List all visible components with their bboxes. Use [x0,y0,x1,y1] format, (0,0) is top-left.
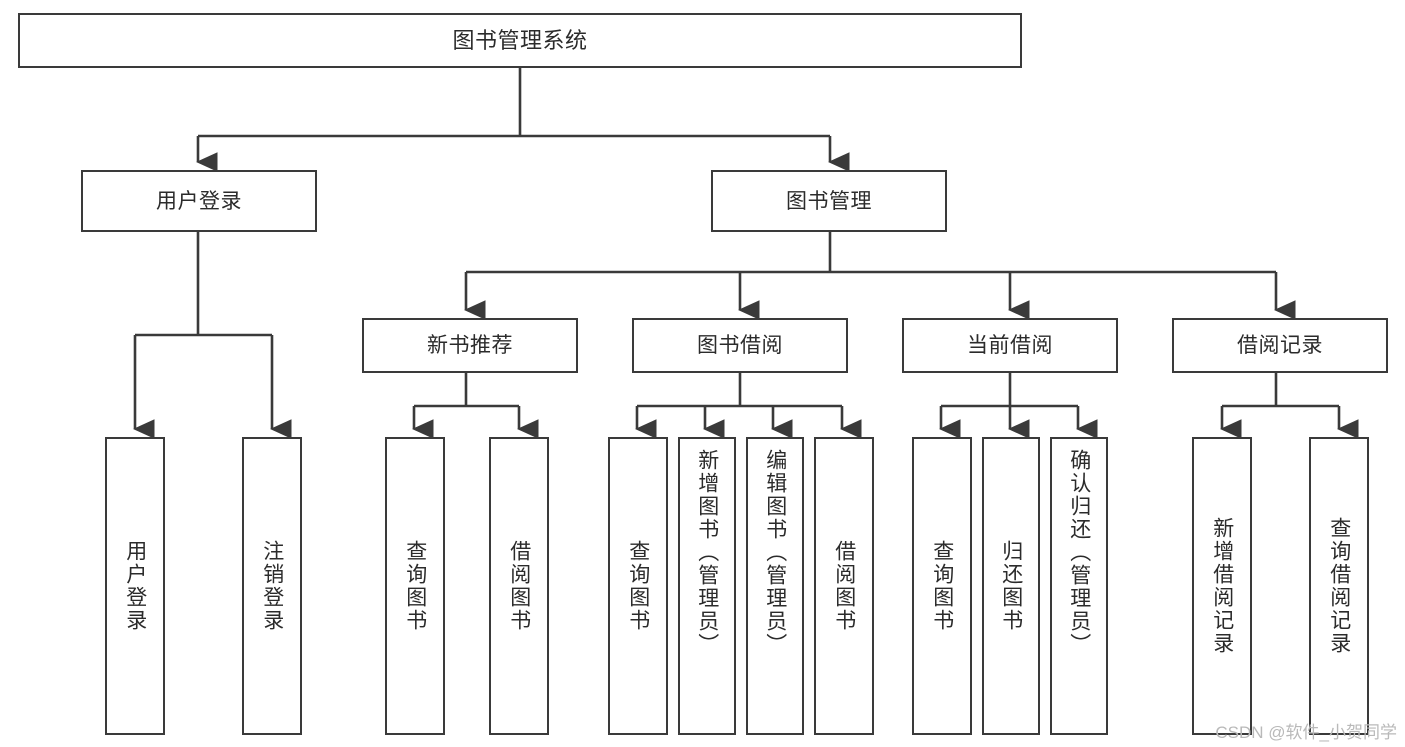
node-label: 查询图书 [930,540,954,632]
node-label: 查询图书 [626,540,650,632]
node-leaf-confirm-return[interactable]: 确认归还（管理员） [1050,437,1108,735]
node-leaf-user-login[interactable]: 用户登录 [105,437,165,735]
node-label: 用户登录 [123,540,147,632]
node-leaf-add-record[interactable]: 新增借阅记录 [1192,437,1252,735]
node-leaf-borrow-book-1[interactable]: 借阅图书 [489,437,549,735]
node-leaf-add-book[interactable]: 新增图书（管理员） [678,437,736,735]
node-label: 当前借阅 [967,334,1053,357]
node-label: 借阅图书 [832,540,856,632]
node-label: 新书推荐 [427,334,513,357]
node-label: 用户登录 [156,189,242,213]
node-book-borrow[interactable]: 图书借阅 [632,318,848,373]
node-label: 图书管理 [786,189,872,213]
node-label: 注销登录 [260,540,284,632]
node-book-management[interactable]: 图书管理 [711,170,947,232]
node-leaf-return-book[interactable]: 归还图书 [982,437,1040,735]
node-root-system[interactable]: 图书管理系统 [18,13,1022,68]
node-leaf-query-book-2[interactable]: 查询图书 [608,437,668,735]
node-label: 新增图书（管理员） [695,449,719,656]
node-label: 借阅图书 [507,540,531,632]
node-leaf-query-book-1[interactable]: 查询图书 [385,437,445,735]
node-new-book-recommend[interactable]: 新书推荐 [362,318,578,373]
node-label: 确认归还（管理员） [1067,449,1091,656]
csdn-watermark: CSDN @软件_小贺同学 [1215,723,1397,742]
node-label: 查询借阅记录 [1327,517,1351,655]
node-label: 图书借阅 [697,334,783,357]
node-borrow-record[interactable]: 借阅记录 [1172,318,1388,373]
node-leaf-borrow-book-2[interactable]: 借阅图书 [814,437,874,735]
node-user-login[interactable]: 用户登录 [81,170,317,232]
node-leaf-edit-book[interactable]: 编辑图书（管理员） [746,437,804,735]
node-leaf-logout-login[interactable]: 注销登录 [242,437,302,735]
node-label: 查询图书 [403,540,427,632]
node-leaf-query-book-3[interactable]: 查询图书 [912,437,972,735]
node-label: 编辑图书（管理员） [763,449,787,656]
node-label: 图书管理系统 [452,27,588,53]
node-leaf-query-record[interactable]: 查询借阅记录 [1309,437,1369,735]
node-label: 归还图书 [999,540,1023,632]
node-label: 借阅记录 [1237,334,1323,357]
node-label: 新增借阅记录 [1210,517,1234,655]
node-current-borrow[interactable]: 当前借阅 [902,318,1118,373]
